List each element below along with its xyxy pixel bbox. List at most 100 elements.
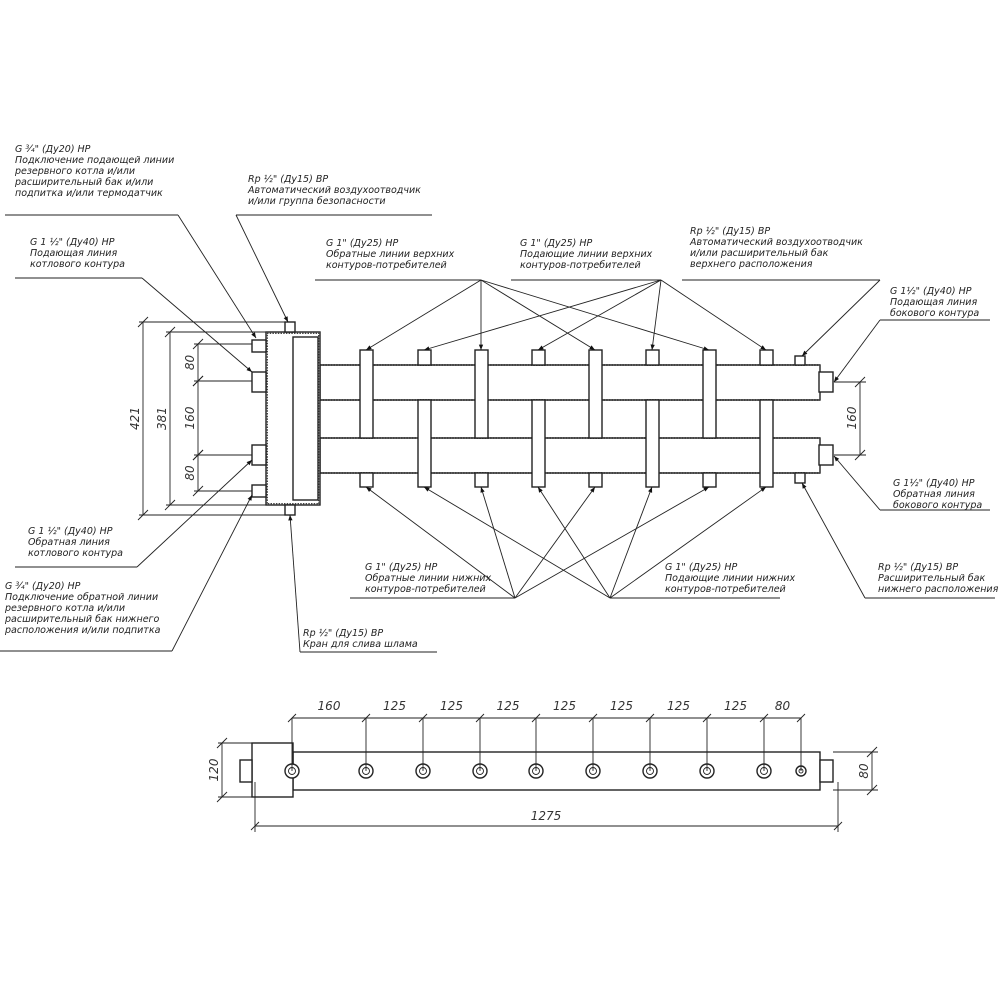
leader-arrow <box>609 486 653 599</box>
dim-tick <box>759 713 769 723</box>
side-supply-nozzle <box>818 371 834 393</box>
callout-text: расширительный бак нижнего <box>4 614 160 625</box>
leader-arrow <box>609 486 767 599</box>
separator-nozzle <box>251 444 267 466</box>
separator-nozzle <box>251 339 267 353</box>
callout-text: G 1 ½" (Ду40) НР <box>28 526 113 537</box>
lower-stub <box>474 472 489 488</box>
callout-text: G 1" (Ду25) НР <box>665 562 738 573</box>
lower-vent-fitting <box>794 472 806 484</box>
callout-text: Обратные линии нижних <box>365 573 491 584</box>
callout-text: контуров-потребителей <box>520 260 641 271</box>
callout-text: Подающая линия <box>890 297 977 308</box>
drain-fitting <box>284 504 296 516</box>
leader-arrow <box>537 279 662 351</box>
leader-arrow <box>171 494 253 652</box>
leader-arrow <box>514 486 596 599</box>
upper-stub <box>531 349 546 366</box>
callout-text: Подключение обратной линии <box>5 592 158 603</box>
leader-arrow <box>833 319 881 383</box>
dim-160-right-value: 160 <box>845 406 859 429</box>
callout-text: G 1½" (Ду40) НР <box>893 478 975 489</box>
callout-text: G ¾" (Ду20) НР <box>5 581 81 592</box>
leader-arrow <box>801 279 881 357</box>
leader-arrow <box>833 455 881 511</box>
callout-text: расположения и/или подпитка <box>4 625 161 636</box>
dim-tick <box>588 713 598 723</box>
side-return-nozzle <box>818 444 834 466</box>
dim-tick <box>475 713 485 723</box>
upper-long-tube <box>474 349 489 439</box>
lower-long-tube <box>759 399 774 488</box>
callout-text: Обратная линия <box>893 489 975 500</box>
dim-421-value: 421 <box>128 407 142 430</box>
leader-arrow <box>423 486 611 599</box>
dim-tick <box>418 713 428 723</box>
callout-text: резервного котла и/или <box>14 166 135 177</box>
manifold-pipe-top <box>292 751 821 791</box>
callout-text: G 1½" (Ду40) НР <box>890 286 972 297</box>
dim-tick <box>866 784 878 796</box>
dim-spacing-value: 125 <box>440 699 463 713</box>
callout-text: G ¾" (Ду20) НР <box>15 144 91 155</box>
dim-spacing-value: 125 <box>553 699 576 713</box>
callout-text: котлового контура <box>30 259 125 270</box>
callout-text: G 1" (Ду25) НР <box>365 562 438 573</box>
callout-text: Обратные линии верхних <box>326 249 455 260</box>
leader-arrow <box>288 514 301 653</box>
left-nozzle-top <box>239 759 253 783</box>
callout-text: Подающие линии верхних <box>520 249 653 260</box>
callout-text: верхнего расположения <box>690 259 813 270</box>
dim-spacing-value: 125 <box>724 699 747 713</box>
callout-text: Подающая линия <box>30 248 117 259</box>
callout-text: подпитка и/или термодатчик <box>15 188 163 199</box>
callout-text: контуров-потребителей <box>326 260 447 271</box>
dim-tick <box>866 746 878 758</box>
callout-text: контуров-потребителей <box>365 584 486 595</box>
callout-text: G 1" (Ду25) НР <box>520 238 593 249</box>
leader-arrow <box>480 279 596 351</box>
dim-tick <box>361 713 371 723</box>
callout-text: Автоматический воздухоотводчик <box>247 185 421 196</box>
dim-spacing-value: 125 <box>667 699 690 713</box>
callout-text: Rp ½" (Ду15) ВР <box>303 628 383 639</box>
callout-text: нижнего расположения <box>878 584 999 595</box>
leader-arrow <box>480 279 710 351</box>
dim-381-value: 381 <box>155 407 169 430</box>
dim-tick <box>287 713 297 723</box>
leader-arrow <box>514 486 710 599</box>
callout-text: Подающие линии нижних <box>665 573 795 584</box>
callout-text: G 1 ½" (Ду40) НР <box>30 237 115 248</box>
leader-arrow <box>801 482 866 599</box>
upper-stub <box>759 349 774 366</box>
top-view <box>239 718 834 798</box>
dim-tick <box>854 376 866 388</box>
leader-arrow <box>136 459 253 568</box>
separator-nozzle <box>251 484 267 498</box>
callout-text: резервного котла и/или <box>4 603 125 614</box>
dim-tick <box>645 713 655 723</box>
lower-stub <box>702 472 717 488</box>
lower-stub <box>588 472 603 488</box>
callout-text: Подключение подающей линии <box>15 155 174 166</box>
leader-arrow <box>423 279 662 351</box>
dim-tick <box>854 449 866 461</box>
dim-spacing-value: 160 <box>318 699 341 713</box>
leader-arrow <box>365 486 516 599</box>
callout-text: Обратная линия <box>28 537 110 548</box>
dim-120-value: 120 <box>207 758 221 781</box>
dim-80-top-value: 80 <box>183 355 197 371</box>
leader-arrow <box>365 279 482 351</box>
leader-arrow <box>650 279 662 351</box>
lower-stub <box>359 472 374 488</box>
